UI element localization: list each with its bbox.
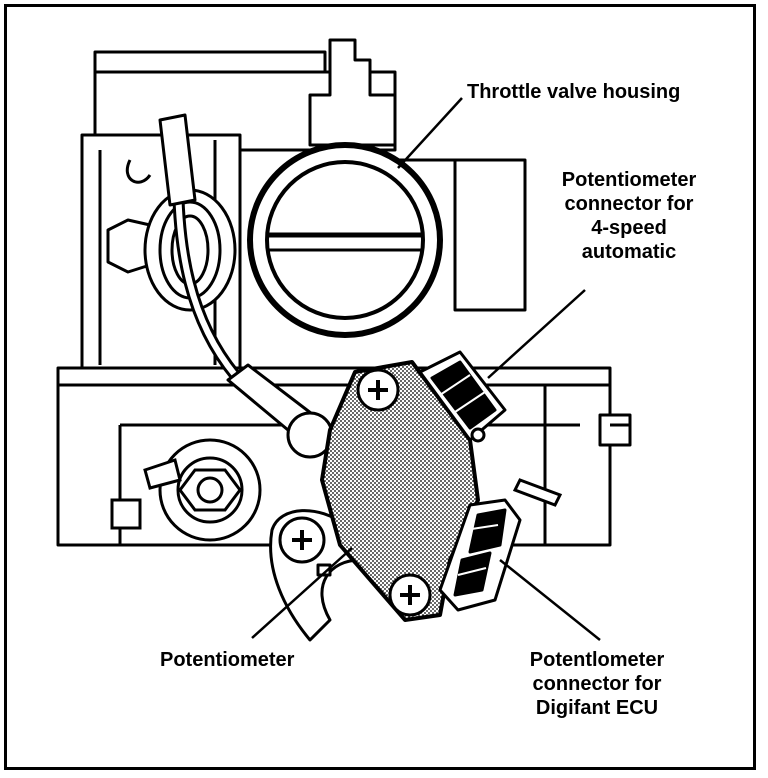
leader-connector-automatic bbox=[487, 289, 586, 379]
leader-potentiometer bbox=[251, 547, 353, 639]
label-potentiometer-connector-ecu: Potentlometer connector for Digifant ECU bbox=[529, 649, 665, 719]
lower-nut-assembly bbox=[110, 438, 262, 542]
label-potentiometer-connector-automatic: Potentiometer connector for 4-speed auto… bbox=[561, 169, 697, 263]
cable-end-fitting bbox=[158, 113, 197, 207]
connector-digifant bbox=[438, 498, 522, 612]
leader-connector-ecu bbox=[499, 559, 601, 641]
leader-throttle-housing bbox=[397, 97, 463, 169]
right-nipple bbox=[598, 413, 632, 447]
connector-automatic bbox=[418, 350, 507, 443]
label-potentiometer: Potentiometer bbox=[160, 649, 295, 671]
hose-clip bbox=[126, 159, 152, 184]
label-throttle-valve-housing: Throttle valve housing bbox=[467, 81, 681, 103]
right-tab bbox=[512, 478, 563, 507]
throttle-bore bbox=[247, 142, 443, 338]
right-flange bbox=[385, 158, 527, 312]
